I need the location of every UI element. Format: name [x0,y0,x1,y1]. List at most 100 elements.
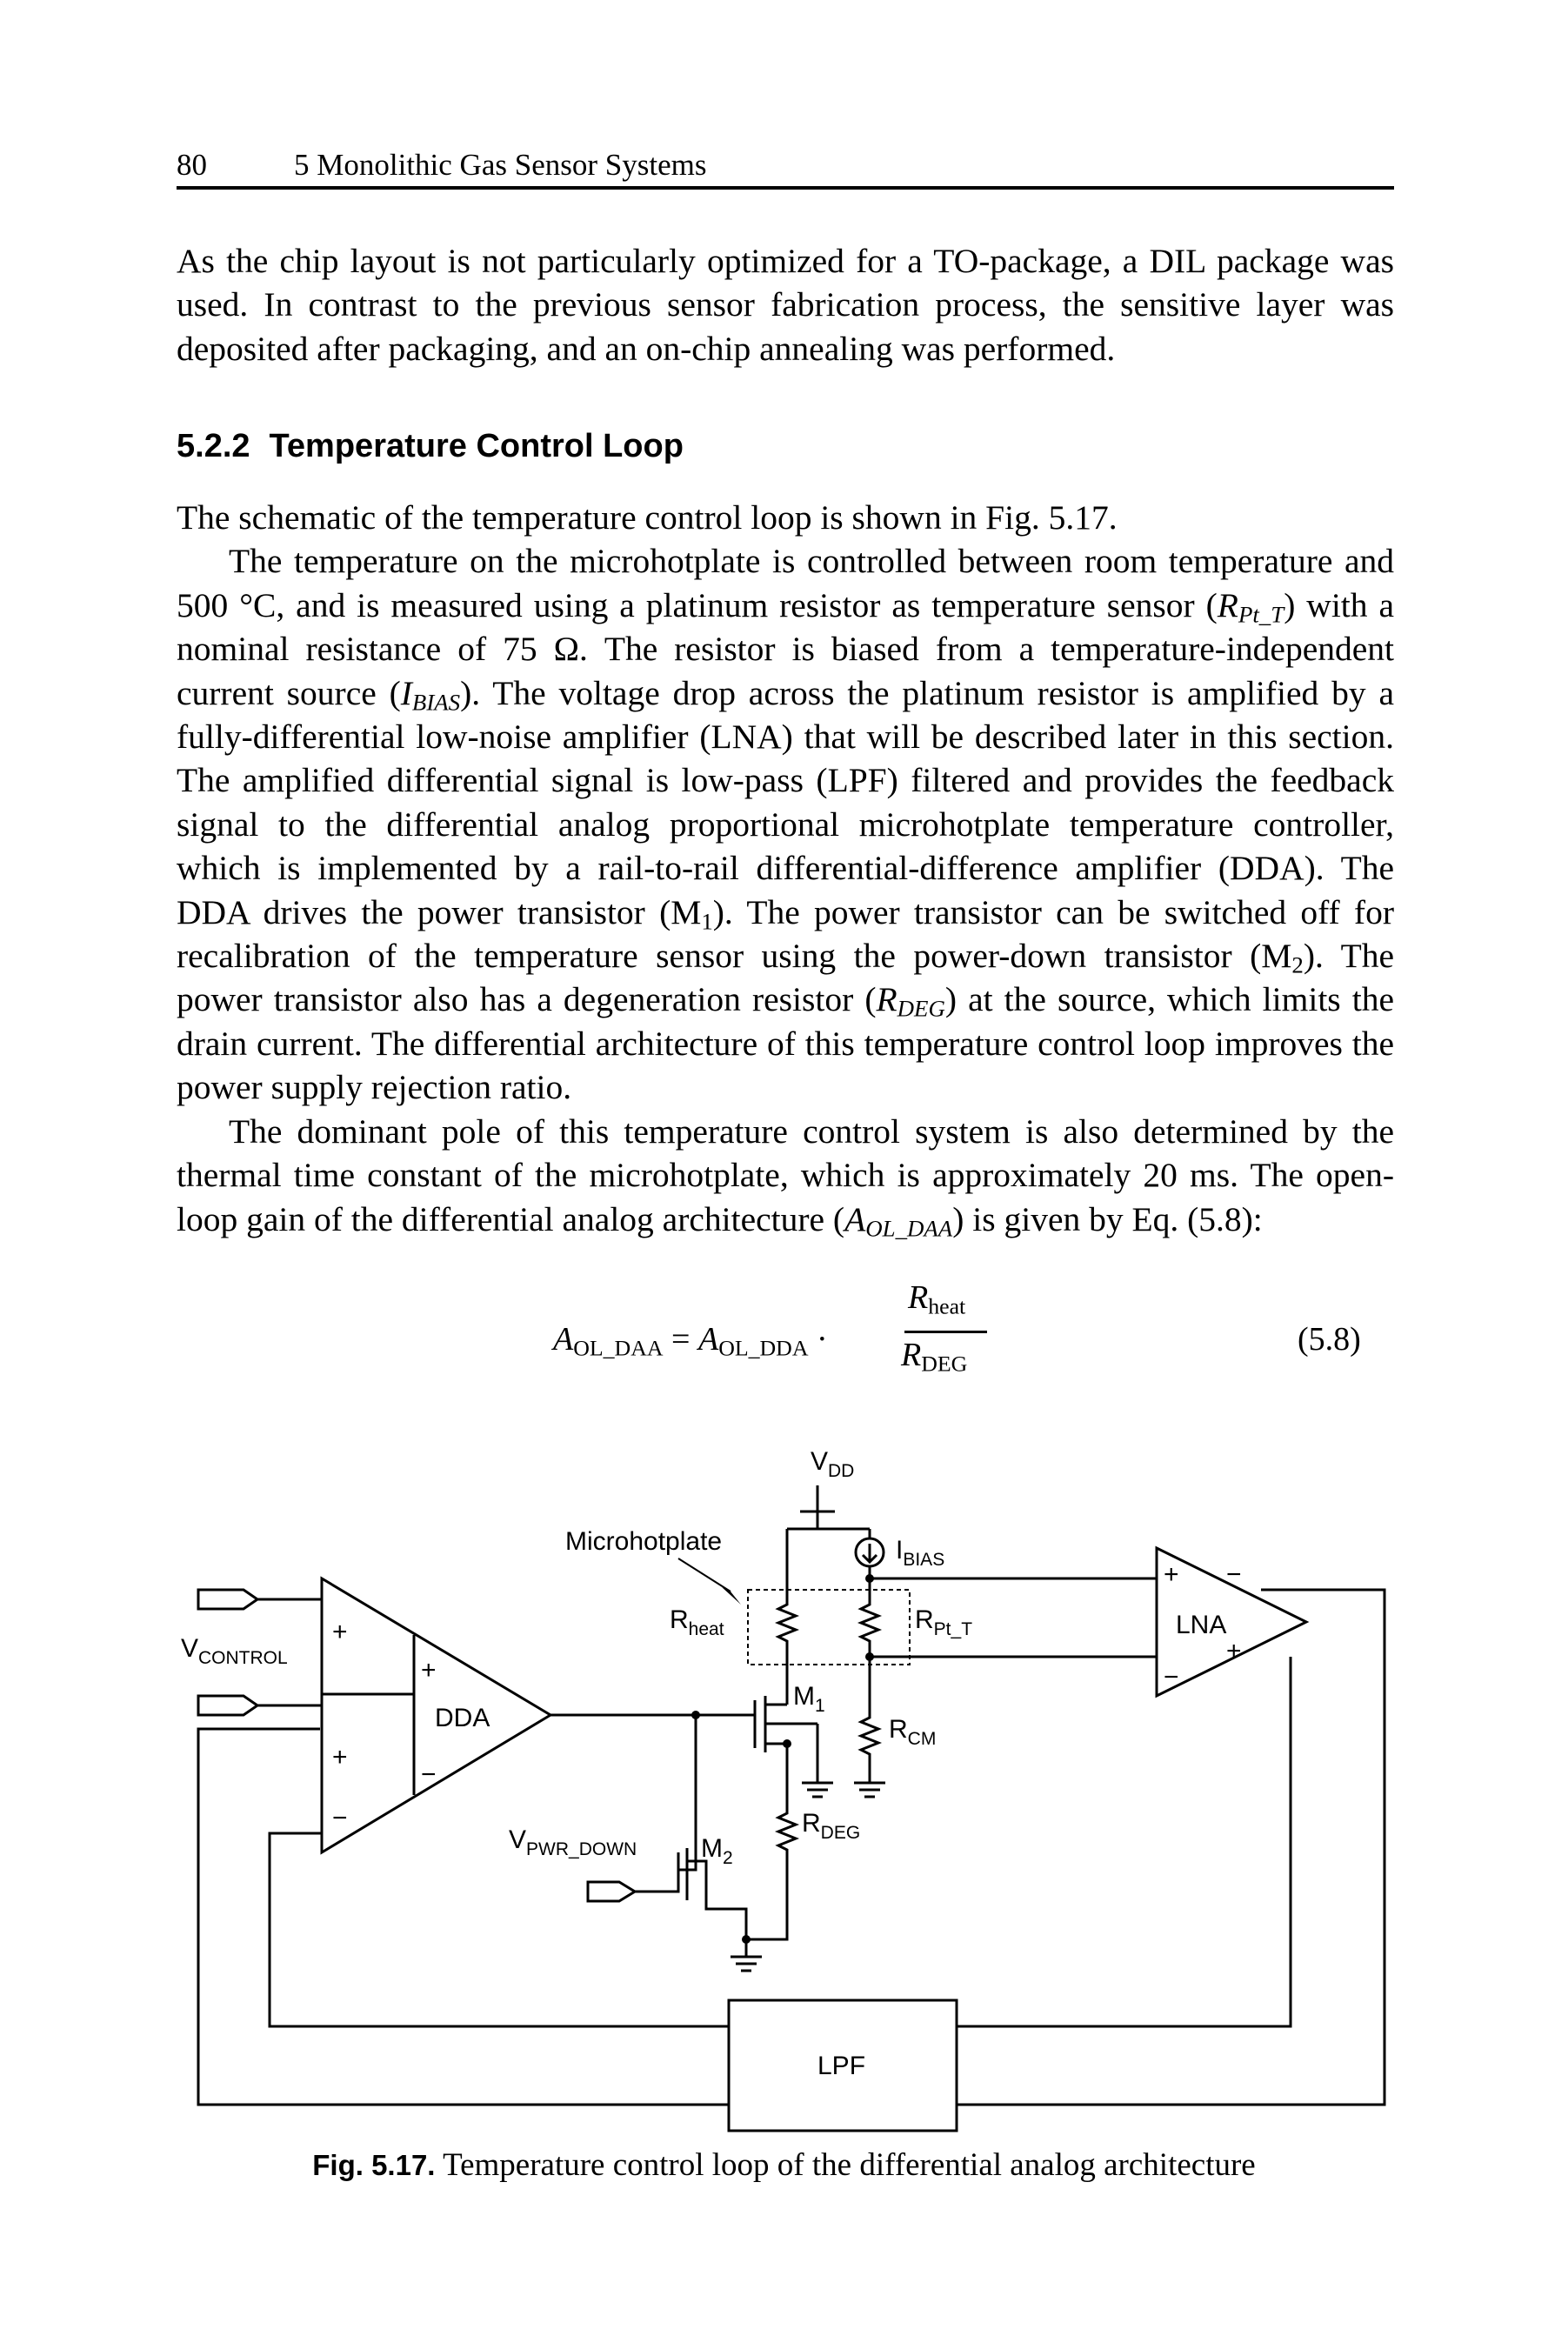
junction-dot [865,1652,874,1661]
dda-minus-2: − [332,1804,348,1832]
eq-symbol: R [901,1337,922,1373]
equation-denominator: RDEG [901,1336,968,1377]
equation-5-8: AOL_DAA = AOL_DDA · Rheat RDEG (5.8) [0,1278,1568,1400]
figure-caption: Fig. 5.17. Temperature control loop of t… [0,2146,1568,2184]
symbol-subscript: DEG [897,996,945,1023]
rdeg-resistor [746,1744,800,1941]
ground-rcm [854,1781,885,1798]
eq-subscript: OL_DAA [573,1335,664,1361]
eq-symbol: A [553,1321,574,1358]
text-run: The dominant pole of this temperature co… [177,1111,1394,1238]
schematic-labels: VDD Microhotplate IBIAS Rheat RPt_T M1 R… [181,1447,1242,2080]
lna-triangle [1155,1545,1310,1698]
body-text: The schematic of the temperature control… [177,496,1394,1241]
label-m1: M1 [793,1682,825,1716]
text-run: ). The power transistor can be switched … [177,892,1394,976]
caption-text: Temperature control loop of the differen… [443,2147,1256,2183]
lna-minus-out: − [1226,1560,1242,1589]
eq-dot: · [817,1321,828,1358]
label-rcm: RCM [889,1715,936,1749]
paragraph-temperature-control: The temperature on the microhotplate is … [177,539,1394,1109]
equation-number: (5.8) [1298,1321,1361,1358]
wire-inner-right-loop [957,1657,1292,2028]
wire-outer-right-loop [957,1588,1386,2106]
microhotplate-arrow [722,1587,741,1605]
intro-text: As the chip layout is not particularly o… [177,239,1394,370]
label-m2: M2 [701,1834,733,1868]
ibias-arrow [861,1544,878,1565]
eq-equals: = [671,1321,691,1358]
label-microhotplate: Microhotplate [565,1527,722,1556]
junction-dot [691,1711,700,1719]
rheat-resistor [774,1565,800,1705]
fraction-bar [904,1331,987,1333]
header-rule [177,186,1394,190]
dda-inner-plus: + [421,1656,437,1685]
text-run: The temperature on the microhotplate is … [177,542,1394,624]
symbol-subscript: OL_DAA [865,1215,953,1242]
section-heading: 5.2.2 Temperature Control Loop [177,424,684,468]
junction-dot [742,1935,751,1944]
label-lna: LNA [1176,1611,1226,1639]
ground-m2 [731,1939,762,1972]
text-run: ) is given by Eq. (5.8): [952,1199,1263,1238]
label-vpwr-down: VPWR_DOWN [509,1825,637,1859]
symbol-subscript: BIAS [411,689,461,716]
wire-inner-left-loop [268,1832,729,2028]
eq-symbol: A [697,1321,719,1358]
symbol-ibias: IBIAS [400,673,461,716]
vpwr-port [586,1880,637,1903]
label-rdeg: RDEG [802,1809,860,1843]
wire-outer-left-loop [197,1727,729,2106]
symbol-letter: A [844,1199,866,1238]
label-dda: DDA [435,1704,490,1732]
symbol-aol-daa: AOL_DAA [844,1199,953,1242]
junction-dot [865,1574,874,1583]
vdd-rail [787,1485,870,1531]
vcontrol-port-bottom [197,1694,260,1717]
dda-plus-1: + [332,1618,348,1646]
dda-triangle [320,1576,553,1855]
symbol-rpt: RPt_T [1217,585,1284,626]
lna-plus-out: + [1226,1637,1242,1665]
symbol-subscript: Pt_T [1238,601,1284,628]
dda-inner-minus: − [421,1760,437,1789]
junction-dots [691,1574,874,1944]
m2-gate-wire [635,1852,680,1893]
symbol-m1: M [671,892,702,931]
vcontrol-port-top [197,1588,260,1611]
symbol-subscript: 1 [701,908,713,935]
equation-numerator: Rheat [908,1278,966,1319]
eq-subscript: heat [928,1293,966,1319]
symbol-subscript: 2 [1291,951,1304,978]
wire-to-lna-plus [870,1577,1158,1609]
symbol-rdeg: RDEG [877,980,945,1020]
equation-lhs: AOL_DAA = AOL_DDA · [553,1320,828,1361]
label-lpf: LPF [817,2052,865,2080]
ground-m1-bulk [802,1724,833,1798]
text-run: ) with a nominal resistance of 75 Ω. The… [177,585,1394,712]
lna-minus-in: − [1164,1663,1179,1692]
lna-plus-in: + [1164,1560,1179,1589]
text-run: ). The voltage drop across the platinum … [177,673,1394,931]
eq-subscript: DEG [921,1351,968,1377]
section-number: 5.2.2 [177,428,250,464]
lpf-box [727,1999,958,2132]
label-rheat: Rheat [670,1605,724,1639]
symbol-m2: M [1261,937,1292,976]
label-vdd: VDD [811,1447,854,1481]
symbol-letter: R [1217,585,1238,624]
rcm-resistor [857,1678,883,1783]
rpt-resistor [857,1578,883,1678]
wiring [197,1485,1386,2132]
label-vcontrol: VCONTROL [181,1634,288,1668]
dda-plus-2: + [332,1743,348,1772]
m2-terminals [687,1859,748,1939]
symbol-letter: I [400,673,412,712]
section-title: Temperature Control Loop [269,428,684,464]
page-number: 80 [177,148,207,182]
paragraph-dominant-pole: The dominant pole of this temperature co… [177,1110,1394,1241]
eq-symbol: R [908,1279,929,1316]
